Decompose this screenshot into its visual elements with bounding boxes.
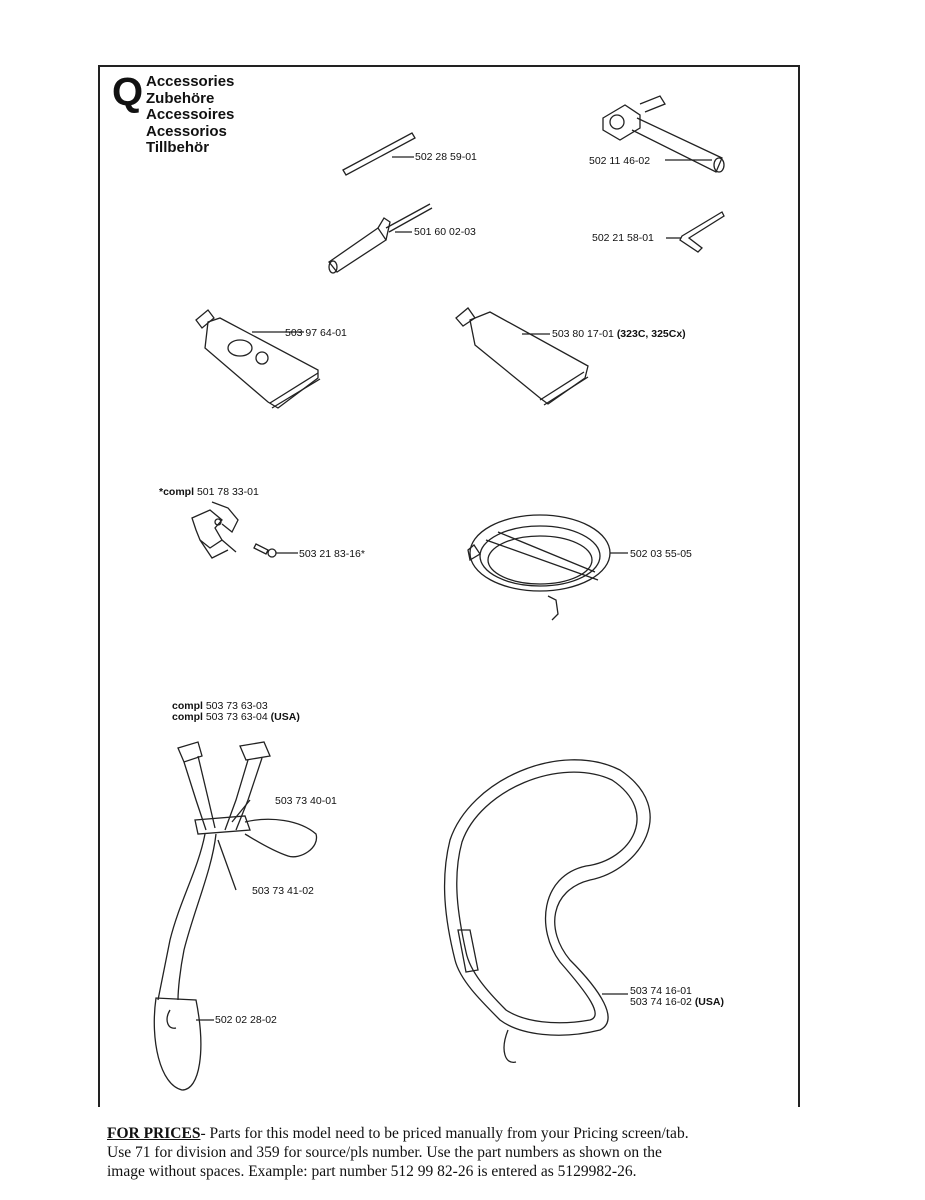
part-503-80-17-01: 503 80 17-01 (323C, 325Cx)	[552, 328, 686, 340]
part-501-78-33-01: *compl 501 78 33-01	[159, 486, 259, 498]
part-prefix: *compl	[159, 486, 195, 498]
title-de: Zubehöre	[146, 89, 215, 107]
section-letter: Q	[112, 70, 144, 114]
shoulder-strap-illustration	[443, 759, 651, 1063]
title-sv: Tillbehör	[146, 139, 210, 156]
part-number: 503 73 63-03	[205, 700, 268, 712]
for-prices-label: FOR PRICES	[107, 1125, 201, 1142]
part-502-03-55-05: 502 03 55-05	[630, 548, 692, 560]
part-number: 503 80 17-01	[552, 328, 614, 340]
part-503-74-16-01: 503 74 16-01	[630, 985, 692, 997]
part-prefix: compl	[172, 711, 203, 723]
part-503-73-40-01: 503 73 40-01	[275, 795, 337, 807]
part-503-73-63-04: compl 503 73 63-04 (USA)	[172, 711, 300, 723]
part-503-73-41-02: 503 73 41-02	[252, 885, 314, 897]
part-note: (USA)	[694, 996, 724, 1008]
part-503-74-16-02: 503 74 16-02 (USA)	[630, 996, 724, 1008]
part-501-60-02-03: 501 60 02-03	[414, 226, 476, 238]
grease-tube-2-illustration	[455, 307, 589, 406]
harness-ring-illustration	[467, 514, 628, 621]
part-503-21-83-16: 503 21 83-16*	[299, 548, 365, 560]
pricing-note: FOR PRICES- Parts for this model need to…	[107, 1124, 807, 1181]
part-502-02-28-02: 502 02 28-02	[215, 1014, 277, 1026]
pricing-note-text-1: - Parts for this model need to be priced…	[200, 1125, 689, 1142]
part-502-21-58-01: 502 21 58-01	[592, 232, 654, 244]
rod-illustration	[342, 132, 416, 176]
combination-wrench-illustration	[602, 95, 725, 173]
pricing-note-line-1: FOR PRICES- Parts for this model need to…	[107, 1124, 807, 1143]
title-pt: Acessorios	[146, 122, 227, 140]
part-503-97-64-01: 503 97 64-01	[285, 327, 347, 339]
screwdriver-illustration	[328, 203, 433, 274]
title-en: Accessories	[146, 73, 235, 90]
clamp-illustration	[191, 501, 239, 559]
harness-illustration	[153, 741, 318, 1091]
pricing-note-line-2: Use 71 for division and 359 for source/p…	[107, 1144, 662, 1161]
part-503-73-63-03: compl 503 73 63-03	[172, 700, 268, 712]
part-502-11-46-02: 502 11 46-02	[589, 155, 651, 167]
screw-illustration	[253, 543, 298, 558]
part-note: (USA)	[270, 711, 300, 723]
part-number: 503 74 16-02	[630, 996, 692, 1008]
part-number: 503 73 63-04	[205, 711, 268, 723]
part-number: 501 78 33-01	[196, 486, 259, 498]
title-fr: Accessoires	[146, 106, 235, 123]
part-502-28-59-01: 502 28 59-01	[415, 151, 477, 163]
pricing-note-line-3: image without spaces. Example: part numb…	[107, 1163, 637, 1180]
grease-tube-illustration	[195, 309, 321, 409]
hex-key-illustration	[666, 211, 725, 253]
diagram-frame	[98, 65, 800, 1107]
part-note: (323C, 325Cx)	[616, 328, 686, 340]
part-prefix: compl	[172, 700, 203, 712]
section-titles: Accessories Zubehöre Accessoires Acessor…	[146, 73, 235, 157]
